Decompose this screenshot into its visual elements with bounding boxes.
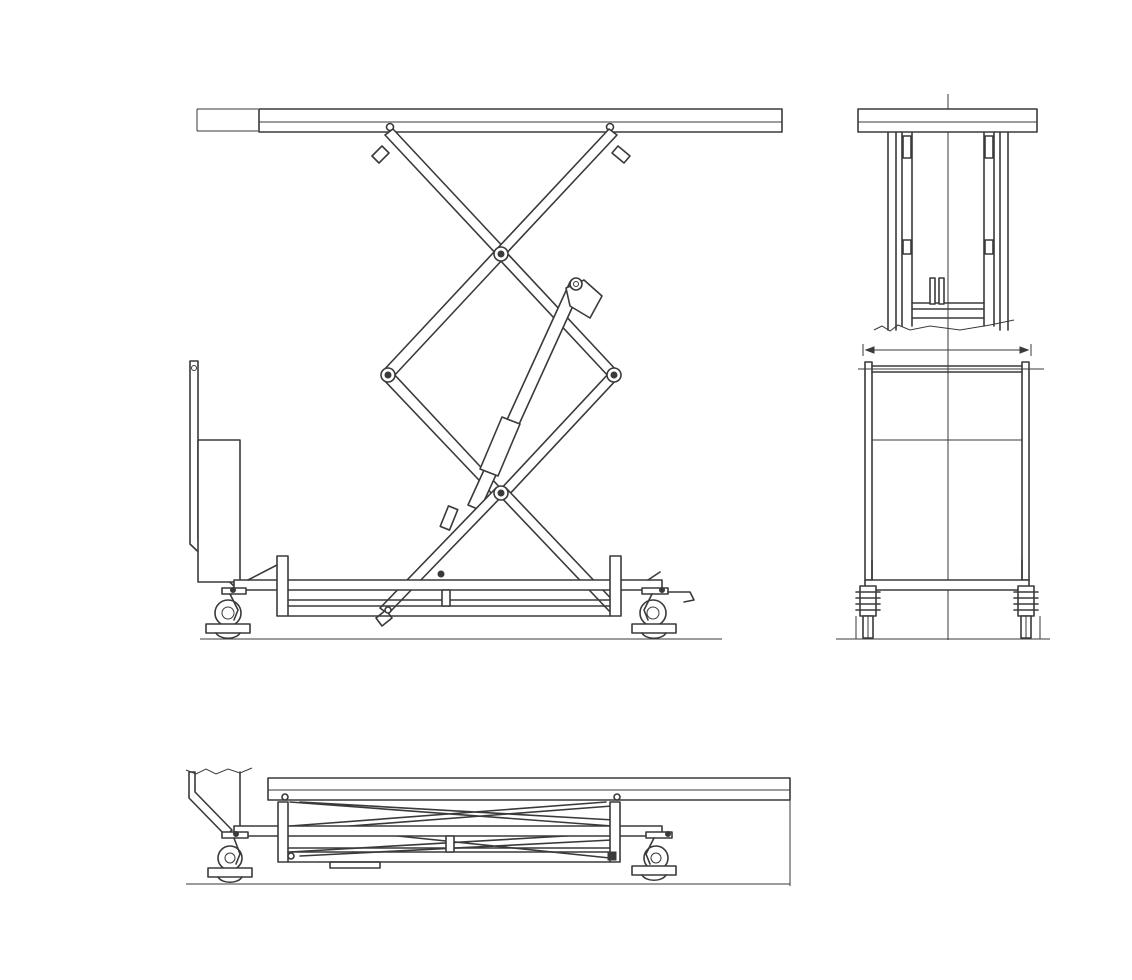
end-arm-left	[887, 131, 913, 331]
caster-wheel-right	[631, 587, 695, 640]
end-tabletop	[857, 108, 1038, 133]
lower-stub-left	[375, 609, 393, 627]
scissor-arm-upper-b	[493, 128, 618, 259]
scissor-arm-upper-a	[384, 128, 509, 259]
end-caster-left	[855, 585, 881, 639]
end-panel	[871, 371, 1023, 441]
lowered-push-handle	[188, 771, 233, 837]
end-arm-right	[983, 131, 1009, 331]
lowered-tabletop	[267, 777, 791, 801]
end-view-bottom	[836, 344, 1050, 640]
top-stub-left	[371, 145, 390, 164]
end-caster-right	[1013, 585, 1039, 639]
break-line-bottom	[185, 767, 253, 775]
break-line-top	[873, 319, 1015, 332]
end-view-top	[857, 94, 1038, 640]
pivot-bolt-right	[606, 367, 622, 383]
pivot-bolt-center-bottom	[493, 485, 509, 501]
caster-wheel-left	[205, 587, 251, 640]
side-view-lowered	[185, 767, 791, 886]
base-frame	[233, 555, 663, 617]
hydraulic-cylinder	[439, 277, 603, 531]
lowered-caster-right	[631, 831, 677, 882]
pivot-bolt-left	[380, 367, 396, 383]
top-stub-right	[611, 145, 631, 164]
end-handle-post-right	[1021, 361, 1030, 581]
end-cylinder-stubs	[929, 277, 936, 305]
dimension-stub-left	[196, 108, 258, 132]
pin-lower-small	[437, 570, 445, 578]
pivot-bolt-center-top	[493, 246, 509, 262]
tabletop	[258, 108, 783, 133]
scissor-arm-mid-a	[381, 251, 505, 379]
scissor-arm-lower-b	[497, 487, 621, 615]
side-view-raised	[189, 108, 783, 640]
push-handle	[189, 360, 243, 589]
end-handle-post-left	[864, 361, 873, 581]
width-dimension	[862, 344, 1032, 356]
lowered-caster-left	[207, 831, 253, 884]
lowered-scissors	[289, 801, 615, 859]
lowered-base-frame	[233, 825, 663, 837]
end-base-frame	[864, 579, 1030, 591]
